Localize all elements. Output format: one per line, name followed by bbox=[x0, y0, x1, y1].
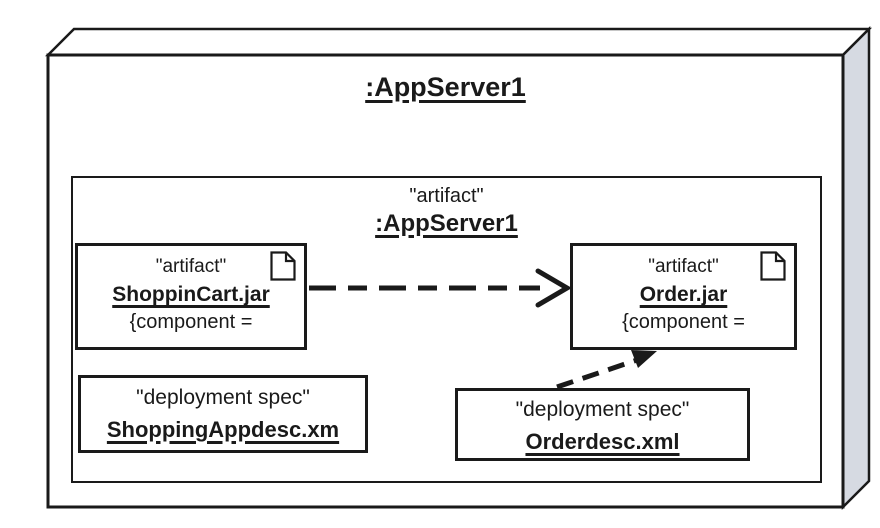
artifact-property: {component = bbox=[622, 311, 745, 333]
artifact-box-shoppincart: "artifact" ShoppinCart.jar {component = bbox=[75, 243, 307, 350]
spec-stereotype: "deployment spec" bbox=[515, 398, 690, 421]
deployment-spec-box-orderdesc: "deployment spec" Orderdesc.xml bbox=[455, 388, 750, 461]
inner-node-stereotype: "artifact" bbox=[409, 185, 484, 207]
spec-stereotype: "deployment spec" bbox=[136, 386, 310, 409]
artifact-property: {component = bbox=[129, 311, 253, 333]
spec-name: ShoppingAppdesc.xm bbox=[106, 417, 340, 442]
node-top-face bbox=[44, 27, 873, 57]
document-icon bbox=[760, 251, 786, 286]
node-title-text: :AppServer1 bbox=[365, 72, 526, 102]
document-icon bbox=[270, 251, 296, 286]
inner-node-title: :AppServer1 bbox=[375, 210, 518, 237]
node-title: :AppServer1 bbox=[48, 72, 843, 102]
node-right-face bbox=[841, 25, 871, 511]
artifact-box-order: "artifact" Order.jar {component = bbox=[570, 243, 797, 350]
deployment-spec-box-shoppingappdesc: "deployment spec" ShoppingAppdesc.xm bbox=[78, 375, 368, 453]
spec-name: Orderdesc.xml bbox=[525, 429, 680, 454]
